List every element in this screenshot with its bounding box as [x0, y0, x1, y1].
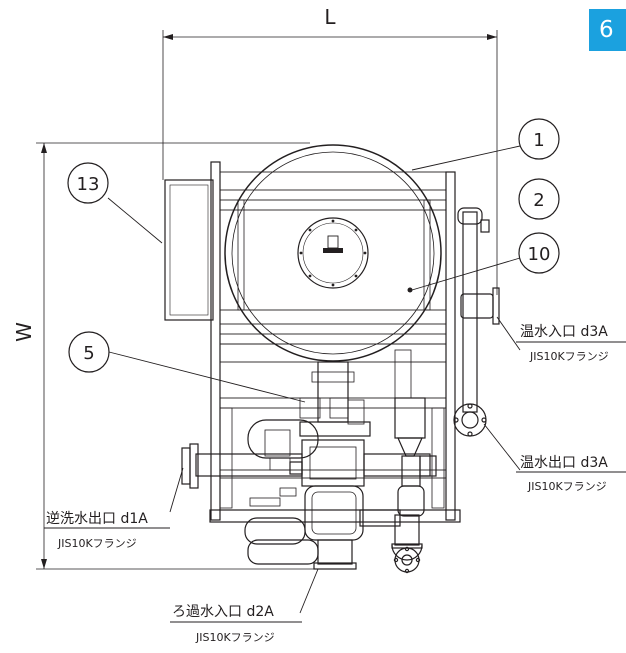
callout-13: 13: [67, 162, 109, 204]
hot-water-outlet-spec: JIS10Kフランジ: [527, 480, 607, 493]
leader-lines: [44, 145, 626, 623]
page-number: 6: [599, 17, 614, 43]
backwash-outlet-spec: JIS10Kフランジ: [57, 537, 137, 550]
callout-1-label: 1: [533, 130, 544, 151]
frame: [209, 161, 461, 523]
callout-2: 2: [518, 178, 560, 220]
valve-assembly: [181, 361, 437, 517]
callout-5: 5: [68, 331, 110, 373]
backwash-outlet-label: 逆洗水出口 d1A: [46, 511, 148, 527]
connection-labels: 温水入口 d3A JIS10Kフランジ 温水出口 d3A JIS10Kフランジ …: [46, 324, 609, 644]
callout-10-label: 10: [528, 244, 551, 265]
dimension-w: W: [12, 142, 340, 570]
main-tank: [224, 144, 442, 362]
callout-10: 10: [518, 232, 560, 274]
callout-1: 1: [518, 118, 560, 160]
dimension-w-label: W: [12, 322, 36, 342]
callouts: 1 2 10 13 5: [67, 118, 560, 373]
control-box: [164, 179, 214, 321]
page-number-tab: 6: [589, 9, 626, 51]
dimension-l: L: [162, 5, 498, 295]
hot-water-piping: [453, 207, 500, 437]
dimension-l-label: L: [324, 5, 336, 29]
callout-2-label: 2: [533, 190, 544, 211]
hot-water-inlet-spec: JIS10Kフランジ: [529, 350, 609, 363]
hot-water-inlet-label: 温水入口 d3A: [520, 324, 608, 340]
bottom-piping: [244, 485, 423, 574]
hot-water-outlet-label: 温水出口 d3A: [520, 455, 608, 471]
filter-inlet-label: ろ過水入口 d2A: [172, 604, 274, 620]
callout-5-label: 5: [83, 343, 94, 364]
filter-inlet-spec: JIS10Kフランジ: [195, 631, 275, 644]
callout-13-label: 13: [77, 174, 100, 195]
